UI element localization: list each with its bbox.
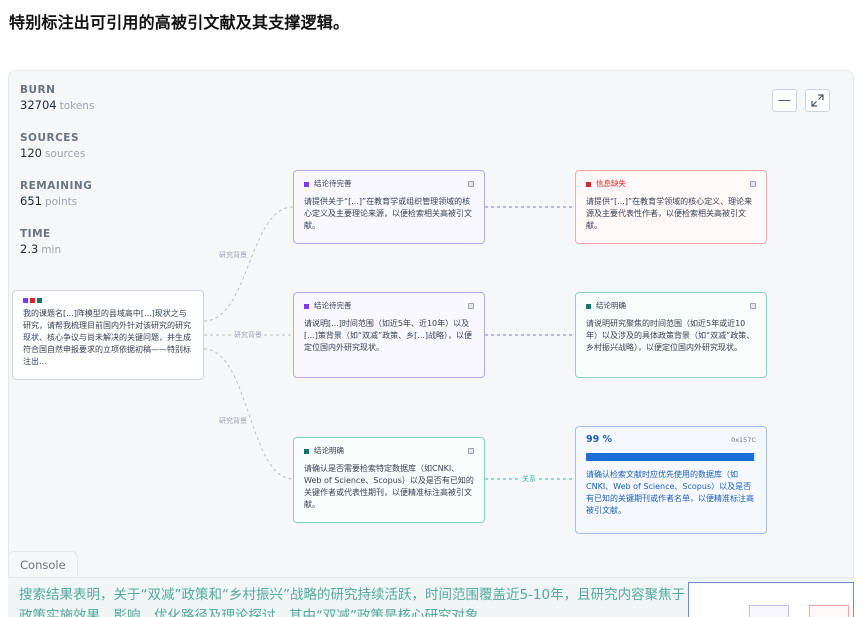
stat-value: 2.3 (20, 242, 39, 256)
stat-value: 120 (20, 146, 42, 160)
node-menu-icon[interactable] (750, 181, 756, 187)
edge-label: 研究背景 (218, 416, 248, 426)
node-text: 请说明[...]时间范围（如近5年、近10年）以及[...]策背景（如“双减”政… (304, 319, 473, 352)
progress-bar (586, 453, 756, 461)
node-status: 结论明确 (596, 301, 626, 310)
console-tab[interactable]: Console (8, 551, 78, 577)
edge-root-to-node1 (203, 206, 294, 322)
minimap-node (809, 605, 849, 617)
minimap[interactable] (688, 582, 854, 617)
node-menu-icon[interactable] (468, 181, 474, 187)
expand-button[interactable] (805, 89, 830, 112)
stat-label: BURN (20, 84, 56, 96)
edge-label: 研究背景 (218, 250, 248, 260)
root-node[interactable]: 我的课题名[...]阵模型的县域高中[...]现状之与研究，请帮我梳理目前国内外… (12, 290, 204, 380)
page-heading: 特别标注出可引用的高被引文献及其支撑逻辑。 (9, 13, 350, 32)
node-text: 请确认是否需要检索特定数据库（如CNKI、Web of Science、Scop… (304, 464, 474, 509)
stat-label: REMAINING (20, 180, 93, 192)
question-node[interactable]: 信息缺失 请提供“[...]”在教育学领域的核心定义、理论来源及主要代表性作者，… (575, 170, 767, 244)
node-text: 请提供关于“[...]”在教育学或组织管理领域的核心定义及主要理论来源，以便检索… (304, 197, 472, 230)
question-node[interactable]: 结论明确 请确认是否需要检索特定数据库（如CNKI、Web of Science… (293, 437, 485, 523)
progress-id: 0x157C (731, 436, 756, 444)
console-text: 搜索结果表明，关于“双减”政策和“乡村振兴”战略的研究持续活跃，时间范围覆盖近5… (19, 587, 686, 617)
stat-unit: min (41, 244, 62, 256)
node-menu-icon[interactable] (468, 303, 474, 309)
stat-label: SOURCES (20, 132, 80, 144)
node-menu-icon[interactable] (468, 448, 474, 454)
stat-value: 651 (20, 194, 42, 208)
status-dot-icon (586, 181, 591, 187)
root-color-dots (23, 298, 193, 303)
status-dot-icon (304, 303, 309, 309)
node-status: 结论待完善 (314, 179, 352, 188)
status-dot-icon (304, 448, 309, 454)
edge-label: 关系 (521, 474, 537, 484)
stat-label: TIME (20, 228, 51, 240)
stat-unit: points (44, 196, 78, 208)
minimap-node (749, 605, 789, 617)
node-menu-icon[interactable] (750, 303, 756, 309)
question-node[interactable]: 结论待完善 请说明[...]时间范围（如近5年、近10年）以及[...]策背景（… (293, 292, 485, 378)
status-dot-icon (304, 181, 309, 187)
minimize-button[interactable]: — (772, 89, 797, 112)
status-dot-icon (586, 303, 591, 309)
node-status: 信息缺失 (596, 179, 626, 188)
node-text: 请提供“[...]”在教育学领域的核心定义、理论来源及主要代表性作者，以便检索相… (586, 197, 753, 230)
node-text: 请说明研究聚焦的时间范围（如近5年或近10年）以及涉及的具体政策背景（如“双减”… (586, 319, 755, 352)
edge-root-to-node5 (203, 348, 294, 480)
stat-value: 32704 (20, 98, 57, 112)
progress-node[interactable]: 99 % 0x157C 请确认检索文献时应优先使用的数据库（如CNKI、Web … (575, 426, 767, 534)
stat-unit: tokens (59, 100, 95, 112)
console-panel: 搜索结果表明，关于“双减”政策和“乡村振兴”战略的研究持续活跃，时间范围覆盖近5… (8, 577, 854, 617)
expand-icon (811, 94, 824, 107)
node-status: 结论待完善 (314, 301, 352, 310)
minus-icon: — (778, 93, 791, 108)
stat-unit: sources (44, 148, 86, 160)
question-node[interactable]: 结论待完善 请提供关于“[...]”在教育学或组织管理领域的核心定义及主要理论来… (293, 170, 485, 244)
edge-label: 研究背景 (233, 330, 263, 340)
root-node-text: 我的课题名[...]阵模型的县域高中[...]现状之与研究，请帮我梳理目前国内外… (23, 309, 191, 366)
node-text: 请确认检索文献时应优先使用的数据库（如CNKI、Web of Science、S… (586, 470, 754, 515)
progress-fill (586, 453, 755, 461)
question-node[interactable]: 结论明确 请说明研究聚焦的时间范围（如近5年或近10年）以及涉及的具体政策背景（… (575, 292, 767, 378)
progress-percent: 99 % (586, 434, 613, 445)
node-status: 结论明确 (314, 446, 344, 455)
